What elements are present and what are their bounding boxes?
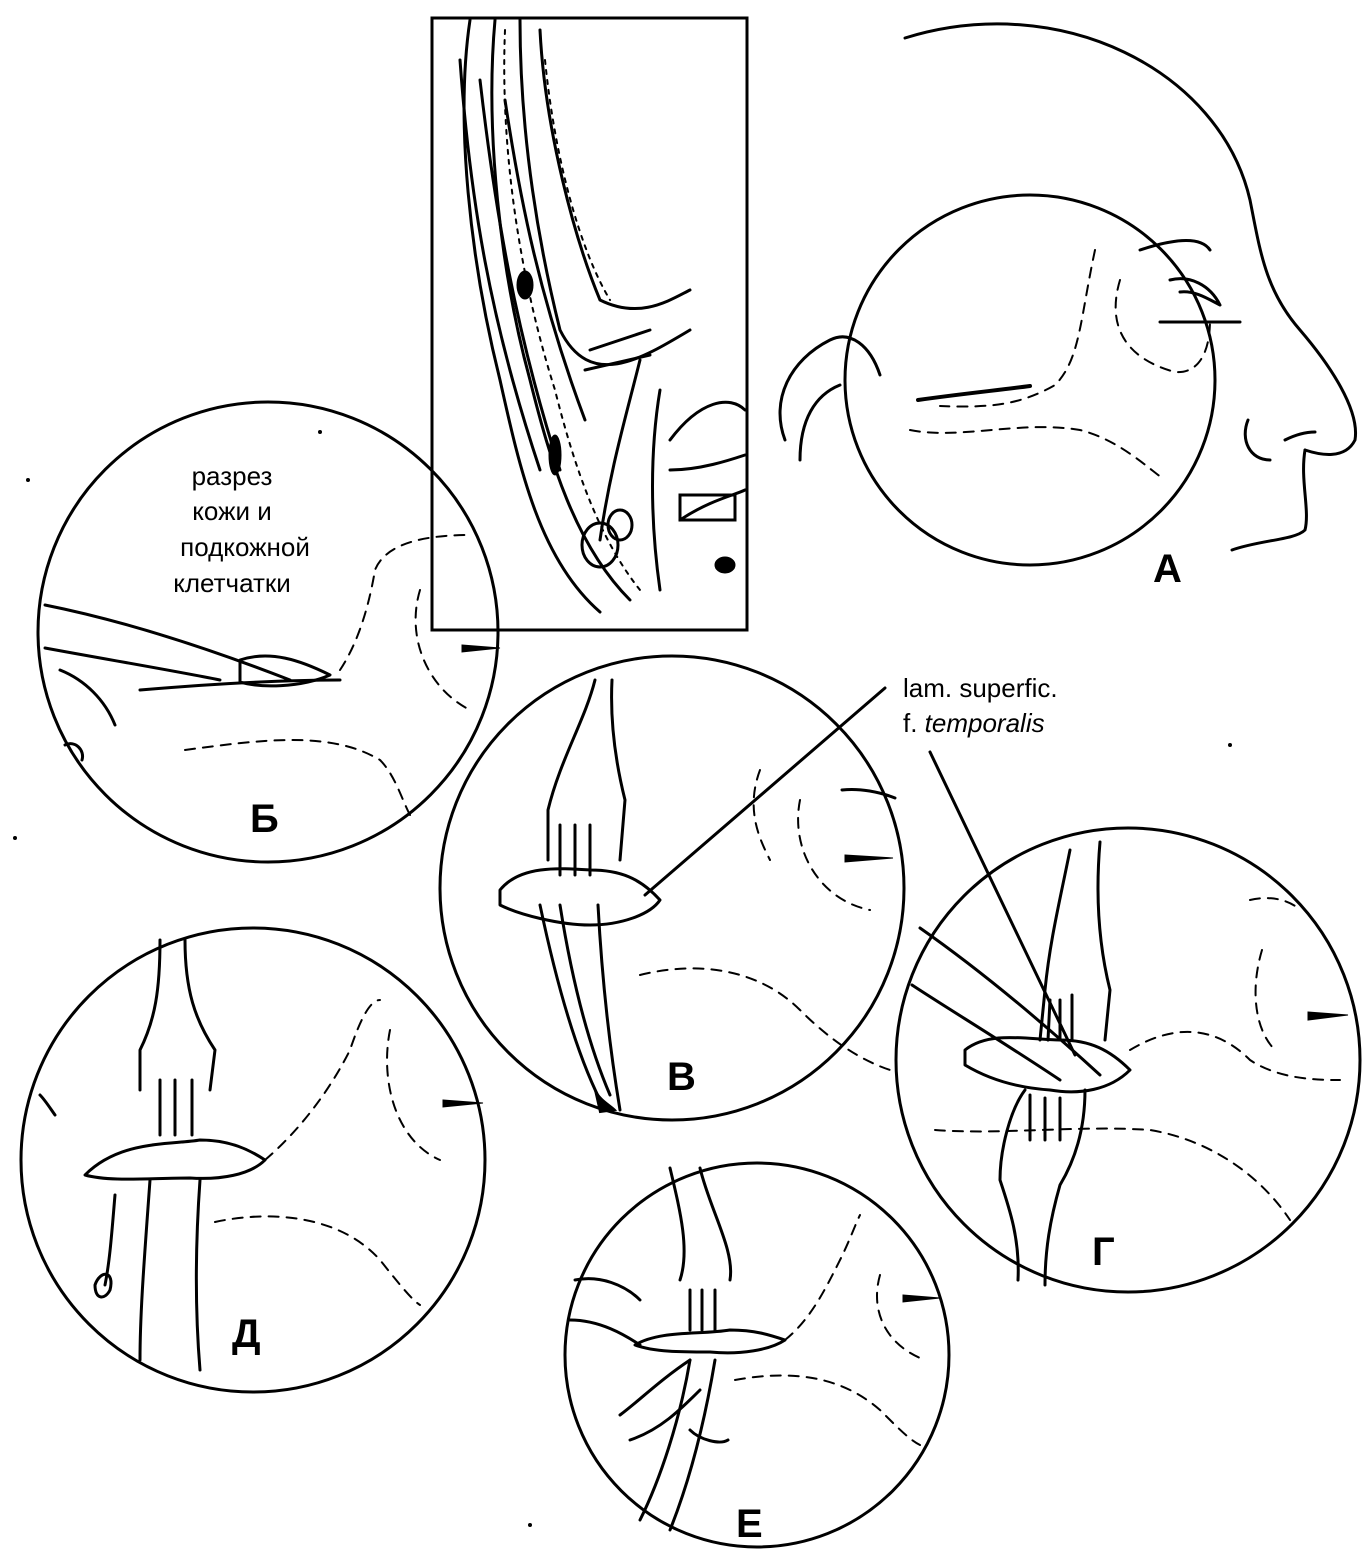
incision-caption-line-2: кожи и [192, 496, 272, 526]
incision-caption-line-4: клетчатки [173, 568, 291, 598]
panel-a: А [843, 193, 1217, 591]
fascia-label: lam. superfic. f. temporalis [643, 673, 1077, 1057]
fascia-label-line-2: f. temporalis [903, 708, 1045, 738]
panel-letter-d: Д [232, 1312, 261, 1356]
print-specks [13, 430, 1232, 1527]
panel-letter-v: В [667, 1055, 696, 1099]
panel-e: Е [563, 1161, 951, 1549]
incision-mark-a [916, 384, 1032, 402]
panel-letter-e: Е [736, 1502, 763, 1546]
panel-letter-g: Г [1092, 1230, 1115, 1274]
panel-g: Г [894, 826, 1362, 1294]
leader-line-to-panel-v [643, 686, 887, 897]
fascia-label-line-1: lam. superfic. [903, 673, 1058, 703]
panel-v: В [438, 654, 906, 1122]
head-profile-outline [778, 22, 1358, 552]
incision-caption-line-1: разрез [192, 461, 273, 491]
panel-letter-b: Б [250, 797, 279, 841]
panel-d: Д [19, 926, 487, 1394]
panel-letter-a: А [1153, 547, 1182, 591]
incision-caption: разрез кожи и подкожной клетчатки [173, 461, 310, 598]
panel-b: Б разрез кожи и подкожной клетчатки [36, 400, 501, 864]
anatomical-cross-section-inset [430, 16, 749, 632]
incision-caption-line-3: подкожной [180, 532, 310, 562]
